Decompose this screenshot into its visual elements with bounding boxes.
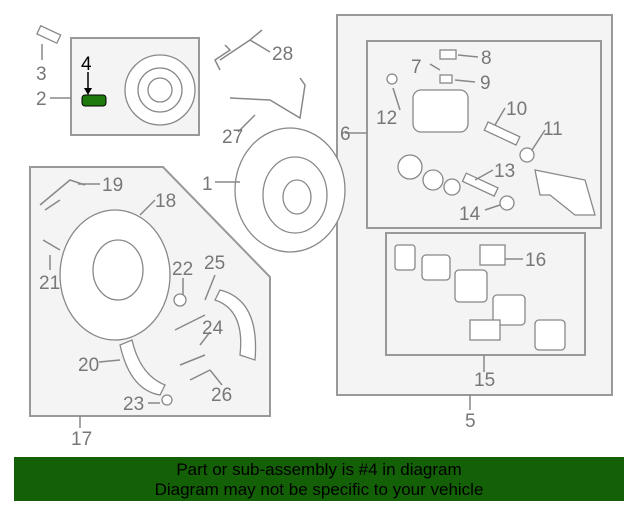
boot-11[interactable] bbox=[519, 147, 535, 163]
callout-24[interactable]: 24 bbox=[202, 318, 224, 339]
callout-3[interactable]: 3 bbox=[36, 64, 47, 85]
callout-2[interactable]: 2 bbox=[36, 89, 47, 110]
piston-seals[interactable] bbox=[397, 154, 461, 196]
callout-28[interactable]: 28 bbox=[272, 44, 293, 65]
callout-4[interactable]: 4 bbox=[81, 54, 92, 75]
callout-25[interactable]: 25 bbox=[204, 253, 225, 274]
banner-line-2: Diagram may not be specific to your vehi… bbox=[154, 480, 484, 499]
cap-8[interactable] bbox=[439, 49, 457, 60]
callout-11[interactable]: 11 bbox=[543, 119, 563, 140]
callout-5[interactable]: 5 bbox=[465, 411, 476, 432]
caliper-bracket[interactable] bbox=[534, 169, 596, 216]
brake-pads[interactable] bbox=[394, 244, 566, 351]
backing-plate[interactable] bbox=[59, 209, 171, 341]
brake-rotor[interactable] bbox=[234, 127, 346, 253]
callout-6[interactable]: 6 bbox=[340, 124, 351, 145]
bleeder-12[interactable] bbox=[386, 73, 398, 85]
callout-27[interactable]: 27 bbox=[222, 127, 243, 148]
wheel-speed-sensor[interactable] bbox=[214, 29, 263, 71]
cap-9[interactable] bbox=[439, 74, 453, 84]
callout-13[interactable]: 13 bbox=[494, 161, 515, 182]
boot-14[interactable] bbox=[499, 195, 515, 211]
pin-21[interactable] bbox=[42, 239, 61, 251]
cap-23[interactable] bbox=[161, 394, 173, 406]
callout-23[interactable]: 23 bbox=[123, 394, 144, 415]
bolt-3[interactable] bbox=[36, 24, 62, 45]
callout-16[interactable]: 16 bbox=[525, 250, 546, 271]
callout-12[interactable]: 12 bbox=[376, 108, 397, 129]
caliper[interactable] bbox=[412, 89, 469, 133]
guide-pin-10[interactable] bbox=[483, 121, 521, 146]
callout-1[interactable]: 1 bbox=[202, 174, 213, 195]
wheel-hub[interactable] bbox=[124, 54, 196, 126]
callout-20[interactable]: 20 bbox=[78, 355, 99, 376]
banner-line-1: Part or sub-assembly is #4 in diagram bbox=[176, 460, 462, 479]
callout-26[interactable]: 26 bbox=[211, 385, 232, 406]
brake-shoe-20[interactable] bbox=[119, 339, 166, 396]
callout-17[interactable]: 17 bbox=[71, 429, 92, 450]
callout-7[interactable]: 7 bbox=[411, 57, 422, 78]
callout-9[interactable]: 9 bbox=[480, 73, 491, 94]
sensor-cable[interactable] bbox=[229, 77, 306, 120]
callout-8[interactable]: 8 bbox=[481, 48, 492, 69]
callout-10[interactable]: 10 bbox=[506, 99, 527, 120]
callout-19[interactable]: 19 bbox=[102, 175, 123, 196]
wheel-stud-highlighted[interactable] bbox=[81, 94, 107, 107]
callout-14[interactable]: 14 bbox=[459, 204, 481, 225]
brake-shoe[interactable] bbox=[214, 289, 257, 361]
callout-22[interactable]: 22 bbox=[172, 259, 193, 280]
adjuster-22[interactable] bbox=[173, 293, 187, 307]
callout-15[interactable]: 15 bbox=[474, 370, 495, 391]
guide-pin-13[interactable] bbox=[461, 172, 499, 198]
callout-18[interactable]: 18 bbox=[155, 191, 176, 212]
springs[interactable] bbox=[174, 314, 211, 381]
callout-21[interactable]: 21 bbox=[39, 273, 60, 294]
part-info-banner: Part or sub-assembly is #4 in diagram Di… bbox=[14, 457, 624, 501]
